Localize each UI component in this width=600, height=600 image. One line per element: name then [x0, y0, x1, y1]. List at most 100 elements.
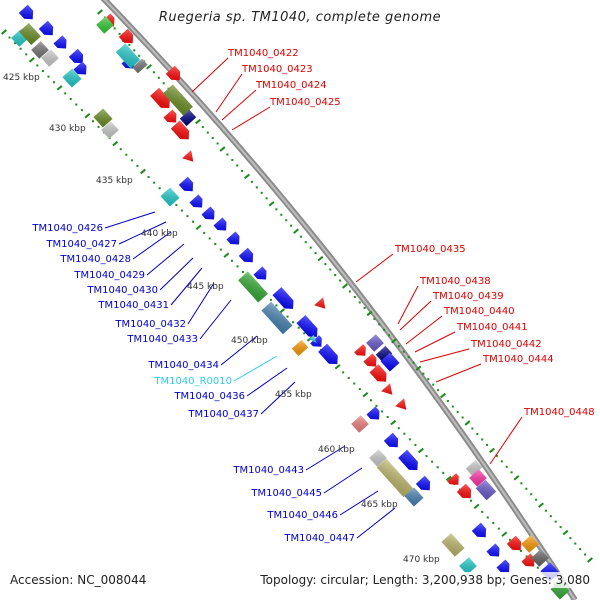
gene-label[interactable]: TM1040_0436	[173, 391, 245, 402]
callout-line	[414, 331, 456, 353]
tick-mark	[520, 549, 523, 552]
gene-feature	[459, 557, 477, 575]
scale-label: 455 kbp	[275, 390, 312, 400]
forward-gene-shade	[18, 4, 34, 20]
gene-feature	[179, 109, 197, 127]
tick-mark	[64, 92, 67, 95]
reverse-gene	[163, 109, 177, 123]
tick-mark	[530, 493, 533, 496]
gene-feature	[41, 49, 59, 67]
gene-feature	[366, 334, 384, 352]
gene-feature	[375, 345, 393, 363]
callout-line	[146, 243, 185, 276]
gene-label[interactable]: TM1040_0438	[419, 276, 491, 287]
tick-mark	[402, 350, 405, 353]
gene-label[interactable]: TM1040_0434	[147, 360, 219, 371]
gene-label[interactable]: TM1040_0437	[187, 409, 259, 420]
gene-label[interactable]: TM1040_0428	[59, 254, 131, 265]
gene-label[interactable]: TM1040_0425	[269, 97, 341, 108]
gene-label[interactable]: TM1040_0443	[232, 465, 304, 476]
tick-mark	[520, 482, 523, 485]
reverse-gene-shade	[395, 398, 407, 410]
gene-label[interactable]: TM1040_0424	[255, 80, 327, 91]
tick-mark	[549, 515, 552, 518]
tick-mark	[427, 378, 430, 381]
forward-gene	[226, 231, 240, 245]
callout-line	[159, 257, 194, 291]
tick-mark	[342, 283, 348, 289]
gene-label[interactable]: TM1040_0448	[523, 407, 595, 418]
gene-label[interactable]: TM1040_0432	[114, 319, 186, 330]
tick-mark	[219, 146, 226, 152]
gene-label[interactable]: TM1040_0427	[45, 239, 117, 250]
reverse-gene	[118, 28, 134, 44]
callout-line	[355, 253, 394, 283]
gene-feature	[101, 121, 119, 139]
gene-feature-shade	[531, 549, 549, 567]
gene-label[interactable]: TM1040_0435	[394, 244, 466, 255]
gene-label[interactable]: TM1040_0426	[31, 223, 103, 234]
tick-mark	[422, 372, 425, 375]
callout-line	[397, 285, 419, 325]
forward-gene	[53, 35, 67, 49]
gene-label[interactable]: TM1040_0441	[456, 322, 528, 333]
gene-label[interactable]: TM1040_0440	[443, 306, 515, 317]
forward-gene	[366, 406, 380, 420]
gene-label[interactable]: TM1040_0433	[126, 334, 198, 345]
tick-mark	[481, 510, 484, 513]
gene-feature-shade	[163, 84, 193, 116]
forward-gene-shade	[318, 343, 338, 365]
callout-lines	[104, 57, 523, 539]
forward-gene-shade	[496, 559, 510, 573]
tick-mark	[339, 279, 342, 282]
tick-mark	[201, 126, 204, 129]
tick-mark	[303, 332, 306, 335]
tick-mark	[317, 255, 324, 262]
forward-gene-shade	[73, 61, 87, 75]
gene-label[interactable]: TM1040_0423	[241, 64, 313, 75]
tick-mark	[347, 376, 350, 379]
gene-label[interactable]: TM1040_R0010	[153, 376, 232, 387]
forward-gene-shade	[486, 543, 500, 557]
tick-mark	[348, 290, 351, 293]
gene-label[interactable]: TM1040_0430	[86, 285, 158, 296]
gene-label[interactable]: TM1040_0447	[283, 533, 355, 544]
tick-mark	[47, 75, 50, 78]
tick-mark	[358, 388, 361, 391]
gene-label[interactable]: TM1040_0445	[250, 488, 322, 499]
tick-mark	[324, 263, 327, 266]
tick-mark	[226, 153, 229, 156]
forward-gene-shade	[189, 194, 203, 208]
gene-label[interactable]: TM1040_0431	[97, 300, 169, 311]
reverse-gene-shade	[170, 120, 190, 140]
gene-feature-shade	[291, 339, 309, 357]
tick-mark	[268, 201, 275, 207]
tick-mark	[329, 268, 332, 271]
gene-feature-shade	[351, 415, 369, 433]
gene-feature-shade	[62, 68, 82, 88]
forward-gene-shade	[178, 176, 194, 192]
gene-label[interactable]: TM1040_0439	[432, 291, 504, 302]
gene-label[interactable]: TM1040_0422	[227, 48, 299, 59]
tick-mark	[113, 27, 116, 30]
tick-mark	[97, 125, 100, 128]
reverse-gene	[369, 364, 387, 382]
scale-label: 470 kbp	[403, 555, 440, 565]
tick-mark	[471, 427, 474, 430]
forward-gene	[201, 206, 215, 220]
gene-label[interactable]: TM1040_0429	[73, 270, 145, 281]
scale-label: 465 kbp	[361, 500, 398, 510]
reverse-gene	[456, 483, 472, 499]
tick-mark	[508, 538, 511, 541]
gene-label[interactable]: TM1040_0444	[482, 354, 554, 365]
forward-gene-shade	[201, 206, 215, 220]
forward-gene-shade	[38, 20, 54, 36]
forward-gene	[296, 315, 318, 337]
tick-mark	[500, 460, 503, 463]
forward-gene-shade	[253, 266, 267, 280]
gene-label[interactable]: TM1040_0446	[266, 510, 338, 521]
tick-mark	[236, 265, 239, 268]
gene-label[interactable]: TM1040_0442	[470, 339, 542, 350]
tick-mark	[375, 404, 378, 407]
forward-gene	[318, 343, 338, 365]
